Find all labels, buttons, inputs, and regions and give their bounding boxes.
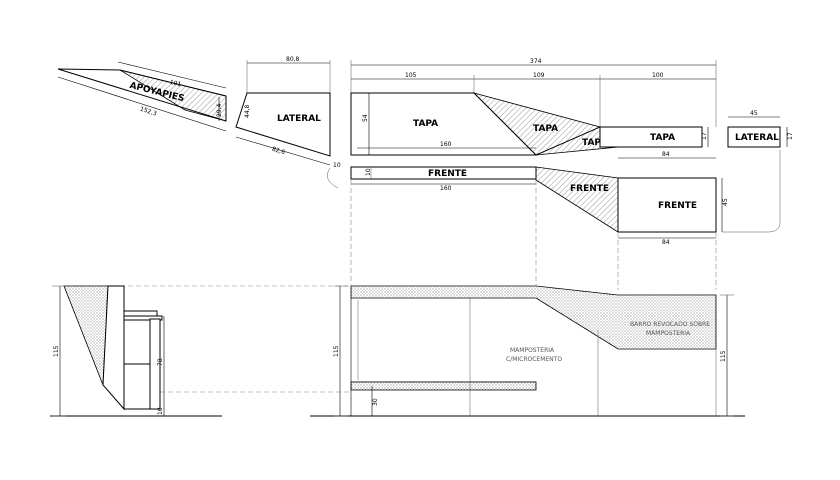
- side-dim-foot: 10: [157, 407, 164, 415]
- frente-main-dim-width: 160: [440, 185, 452, 192]
- lateral-left-dim-top: 80,8: [286, 56, 300, 63]
- apoyapies-dim-side: 29,4: [216, 103, 223, 117]
- dim-seg3: 100: [652, 72, 664, 79]
- lateral-left-dim-foot: 10: [333, 162, 341, 169]
- lateral-left-label: LATERAL: [277, 114, 321, 124]
- tapa-main-label: TAPA: [413, 119, 438, 129]
- lateral-right-dim-side: 17: [787, 132, 794, 140]
- top-dimensions: 374 105 109 100: [350, 58, 717, 127]
- front-elevation: 115 30 MAMPOSTERIA C/MICROCEMENTO BARRO …: [333, 285, 734, 417]
- frente-right-dim-top: 84: [662, 151, 670, 158]
- right-dim-height: 115: [720, 350, 727, 362]
- frente-slope-piece: FRENTE: [535, 166, 619, 233]
- lateral-right-label: LATERAL: [735, 133, 779, 143]
- frente-right-dim-side: 45: [722, 198, 729, 206]
- tapa-right-dim-height: 17: [701, 132, 708, 140]
- side-dim-inner: 78: [157, 358, 164, 366]
- side-elevation: 115 78 10: [52, 285, 165, 417]
- apoyapies-dim-bottom: 152,3: [139, 106, 158, 118]
- dim-seg2: 109: [533, 72, 545, 79]
- top-band-note-line-1: BARRO REVOCADO SOBRE: [630, 321, 710, 328]
- tapa-main-dim-height: 54: [362, 114, 369, 122]
- tapa-slope-2-label: TAPA: [582, 138, 607, 148]
- dim-total: 374: [530, 58, 542, 65]
- masonry-note-line-1: MAMPOSTERIA: [510, 347, 555, 354]
- dim-seg1: 105: [405, 72, 417, 79]
- plan-view: APOYAPIES 101 152,3 29,4 LATERAL 80,8 82…: [57, 56, 794, 290]
- masonry-note-line-2: C/MICROCEMENTO: [506, 356, 562, 363]
- lateral-left-dim-side: 44,8: [244, 104, 251, 118]
- apoyapies-piece: APOYAPIES 101 152,3 29,4: [57, 61, 227, 132]
- elevation-view: 115 78 10 115 30 MAMPOSTERIA C/MICROCEME…: [50, 285, 745, 417]
- lateral-left-piece: LATERAL 80,8 82,6 44,8 10: [235, 56, 341, 189]
- tapa-main-dim-width: 160: [440, 141, 452, 148]
- tapa-slope-1-label: TAPA: [533, 124, 558, 134]
- front-dim-shelf: 30: [372, 398, 379, 406]
- tapa-main-piece: TAPA 160 54: [350, 92, 538, 156]
- frente-main-dim-height: 10: [365, 168, 372, 176]
- frente-right-dim-bottom: 84: [662, 239, 670, 246]
- frente-main-piece: FRENTE 160 10: [350, 166, 537, 192]
- frente-slope-label: FRENTE: [570, 184, 609, 194]
- lateral-left-dim-bottom: 82,6: [271, 146, 286, 157]
- frente-right-label: FRENTE: [658, 201, 697, 211]
- frente-right-piece: FRENTE 84 84 45: [617, 151, 729, 246]
- lateral-right-dim-top: 45: [750, 110, 758, 117]
- tapa-right-label: TAPA: [650, 133, 675, 143]
- side-dim-height: 115: [53, 345, 60, 357]
- frente-main-label: FRENTE: [428, 169, 467, 179]
- front-dim-height: 115: [333, 345, 340, 357]
- top-band-note-line-2: MAMPOSTERIA: [646, 330, 691, 337]
- apoyapies-dim-top: 101: [169, 79, 182, 89]
- lateral-right-piece: LATERAL 45 17: [722, 110, 794, 233]
- tapa-right-piece: TAPA 17: [599, 126, 709, 148]
